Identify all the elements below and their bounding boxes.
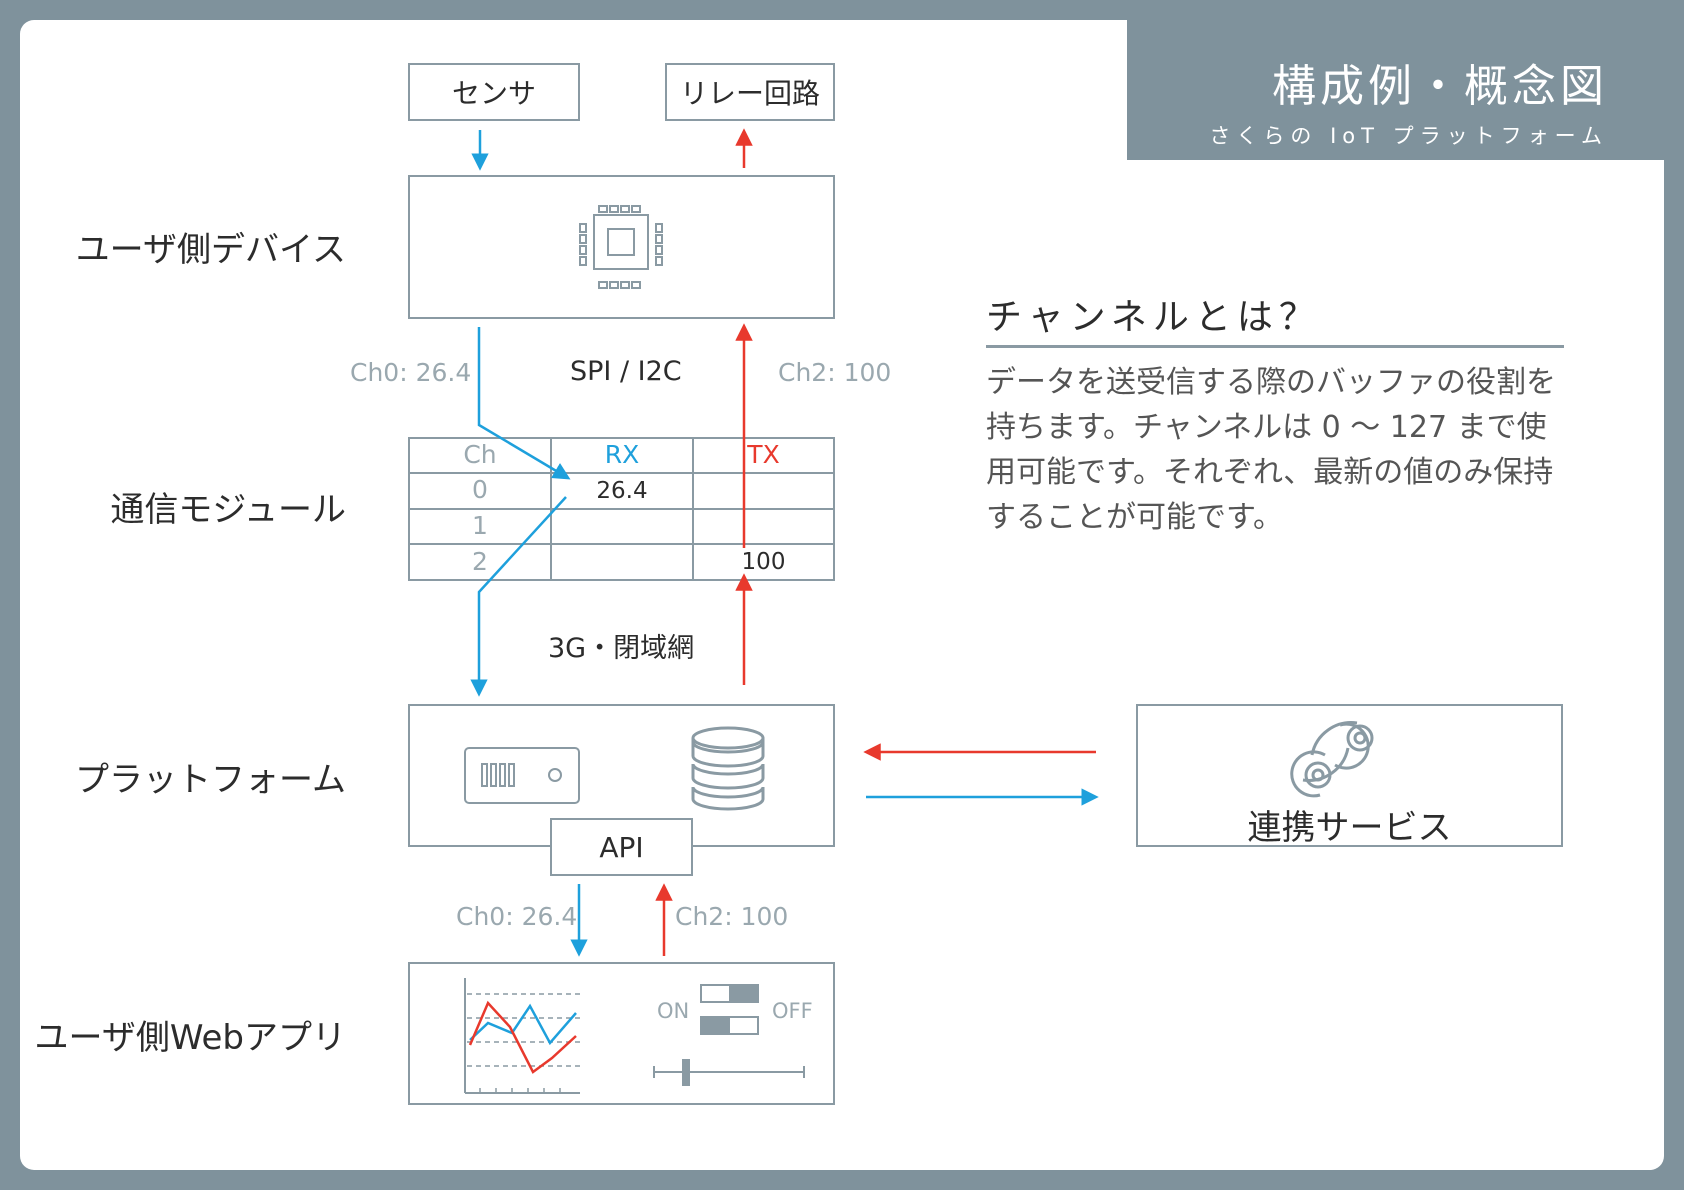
toggle-off-label: OFF (772, 999, 813, 1023)
row-label-comm-module: 通信モジュール (110, 490, 346, 530)
row-label-platform: プラットフォーム (75, 760, 346, 800)
channel-description-title: チャンネルとは？ (986, 297, 1321, 338)
database-icon (691, 726, 765, 811)
page-title: 構成例・概念図 (1272, 61, 1608, 112)
relay-label: リレー回路 (679, 77, 820, 110)
table-header-rx: RX (604, 440, 640, 469)
chip-icon (579, 205, 663, 289)
table-cell-ch: 0 (472, 475, 488, 504)
table-header-tx: TX (747, 440, 780, 469)
table-cell-tx: 100 (741, 549, 786, 575)
user-device-box (408, 175, 835, 319)
ch2-lower-label: Ch2: 100 (675, 902, 789, 931)
description-divider (986, 345, 1564, 348)
spi-i2c-label: SPI / I2C (570, 356, 682, 387)
sensor-label: センサ (451, 77, 536, 110)
ch0-lower-label: Ch0: 26.4 (456, 902, 578, 931)
toggle-on-label: ON (657, 999, 690, 1023)
arrow-module-to-platform (470, 496, 567, 697)
api-box: API (550, 818, 693, 876)
toggle-switch-on (700, 984, 759, 1003)
relay-box: リレー回路 (665, 63, 835, 121)
server-icon (464, 747, 580, 804)
page-subtitle: さくらの IoT プラットフォーム (1209, 124, 1608, 148)
toggle-switch-off (700, 1016, 759, 1035)
ch0-upper-label: Ch0: 26.4 (350, 358, 472, 387)
api-label: API (599, 830, 644, 864)
service-box (1136, 704, 1563, 847)
table-cell-ch: 1 (472, 511, 488, 540)
channel-table-grid (408, 437, 835, 581)
webapp-box (408, 962, 835, 1105)
table-header-ch: Ch (463, 440, 497, 469)
slider-control (653, 1059, 805, 1086)
channel-description-body: データを送受信する際のバッファの役割を持ちます。チャンネルは 0 ～ 127 ま… (986, 365, 1556, 535)
service-logo-icon (1290, 721, 1374, 798)
line-chart-icon (464, 978, 580, 1094)
row-label-user-device: ユーザ側デバイス (75, 230, 346, 270)
title-panel: 構成例・概念図 さくらの IoT プラットフォーム (1127, 20, 1664, 160)
service-label: 連携サービス (1247, 808, 1452, 848)
sensor-box: センサ (408, 63, 580, 121)
table-cell-rx: 26.4 (596, 478, 648, 504)
arrow-ch0-to-module (477, 327, 571, 480)
network-label: 3G・閉域網 (548, 633, 695, 664)
row-label-user-web-app: ユーザ側Webアプリ (34, 1018, 346, 1058)
table-cell-ch: 2 (472, 547, 488, 576)
content-card (20, 20, 1664, 1170)
ch2-upper-label: Ch2: 100 (778, 358, 892, 387)
